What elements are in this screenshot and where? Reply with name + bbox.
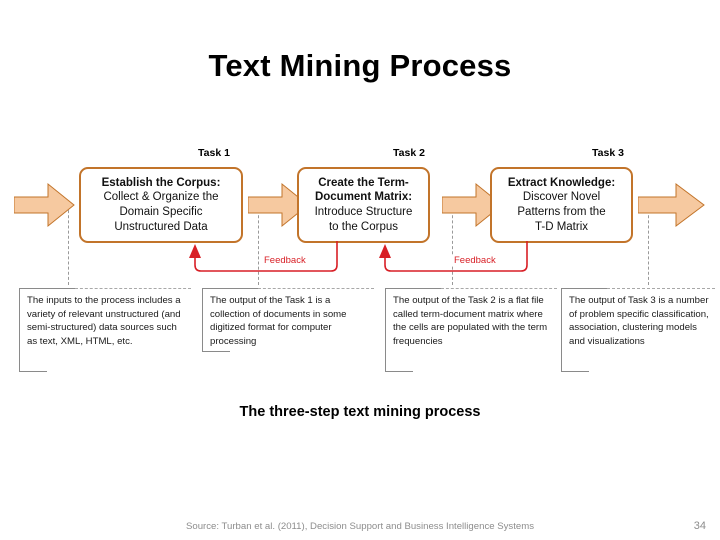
note-text-4: The output of Task 3 is a number of prob… bbox=[569, 295, 709, 347]
page-number: 34 bbox=[693, 520, 706, 532]
feedback-label-2: Feedback bbox=[452, 255, 498, 266]
note-callout-4: The output of Task 3 is a number of prob… bbox=[561, 288, 715, 372]
note-text-3: The output of the Task 2 is a flat file … bbox=[393, 295, 548, 347]
task-2-line-2: to the Corpus bbox=[328, 220, 399, 233]
page-title: Text Mining Process bbox=[208, 48, 512, 83]
feedback-loop-1 bbox=[189, 241, 338, 272]
connector-dashed-note3 bbox=[452, 205, 453, 285]
process-box-task-2[interactable]: Create the Term- Document Matrix: Introd… bbox=[297, 167, 430, 243]
note-callout-2: The output of the Task 1 is a collection… bbox=[202, 288, 374, 372]
task-2-heading-line-1: Create the Term- bbox=[318, 176, 409, 189]
note-text-1: The inputs to the process includes a var… bbox=[27, 295, 181, 347]
flow-arrow-input bbox=[14, 182, 75, 228]
diagram-caption: The three-step text mining process bbox=[239, 404, 481, 420]
feedback-loop-2 bbox=[379, 241, 528, 272]
task-1-line-1: Collect & Organize the bbox=[103, 191, 219, 204]
text-mining-process-diagram: Task 1 Task 2 Task 3 Establish the Corpu… bbox=[0, 145, 720, 390]
task-1-line-2: Domain Specific bbox=[119, 206, 203, 218]
connector-dashed-note2 bbox=[258, 205, 259, 285]
task-3-label: Task 3 bbox=[592, 147, 624, 159]
flow-arrow-output bbox=[638, 183, 705, 227]
task-2-line-1: Introduce Structure bbox=[314, 206, 413, 218]
note-callout-3: The output of the Task 2 is a flat file … bbox=[385, 288, 557, 372]
connector-dashed-note1 bbox=[68, 205, 69, 285]
source-citation: Source: Turban et al. (2011), Decision S… bbox=[185, 521, 535, 532]
task-2-label: Task 2 bbox=[393, 147, 425, 159]
task-3-heading: Extract Knowledge: bbox=[507, 176, 616, 189]
flow-arrow-task2-to-task3 bbox=[442, 182, 503, 228]
task-2-heading-line-2: Document Matrix: bbox=[314, 191, 413, 204]
task-1-line-3: Unstructured Data bbox=[114, 220, 208, 233]
feedback-label-1: Feedback bbox=[262, 255, 308, 266]
flow-arrow-task1-to-task2 bbox=[248, 182, 309, 228]
process-box-task-1[interactable]: Establish the Corpus: Collect & Organize… bbox=[79, 167, 243, 243]
process-box-task-3[interactable]: Extract Knowledge: Discover Novel Patter… bbox=[490, 167, 633, 243]
note-text-2: The output of the Task 1 is a collection… bbox=[210, 295, 347, 347]
task-1-heading: Establish the Corpus: bbox=[101, 176, 221, 189]
note-callout-1: The inputs to the process includes a var… bbox=[19, 288, 191, 372]
task-3-line-2: Patterns from the bbox=[517, 206, 606, 218]
connector-dashed-note4 bbox=[648, 205, 649, 285]
task-3-line-1: Discover Novel bbox=[522, 191, 601, 204]
task-1-label: Task 1 bbox=[198, 147, 230, 159]
task-3-line-3: T-D Matrix bbox=[534, 220, 589, 233]
